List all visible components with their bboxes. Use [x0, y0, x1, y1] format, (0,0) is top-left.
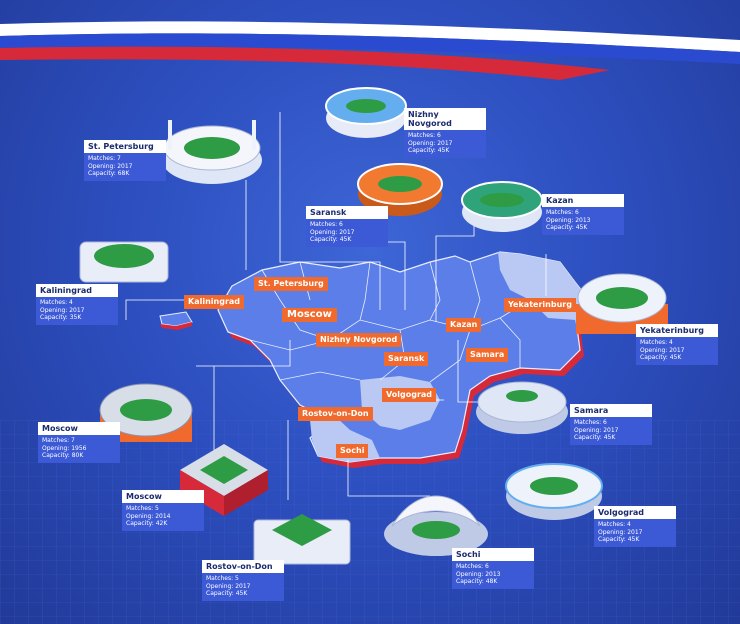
map-label-kazan: Kazan	[446, 318, 482, 332]
card-capacity: Capacity: 45K	[574, 434, 616, 441]
card-opening: Opening: 2017	[40, 306, 85, 314]
stadium-samara-icon	[476, 381, 568, 434]
card-capacity: Capacity: 45K	[598, 536, 640, 543]
card-matches: Matches: 6	[546, 209, 579, 216]
card-capacity: Capacity: 68K	[88, 170, 130, 177]
map-label-kaliningrad: Kaliningrad	[184, 295, 245, 309]
stadium-saransk-icon	[357, 163, 443, 216]
map-label-sochi: Sochi	[336, 444, 369, 458]
card-matches: Matches: 6	[310, 221, 343, 228]
card-matches: Matches: 7	[88, 155, 121, 162]
card-city: Rostov-on-Don	[202, 560, 284, 573]
leader-lines	[125, 112, 547, 500]
flag-ribbon-icon	[0, 21, 740, 80]
card-city: Volgograd	[594, 506, 676, 519]
card-city: Moscow	[38, 422, 120, 435]
card-opening: Opening: 1956	[42, 444, 87, 452]
stadium-nizhny-novgorod-icon	[325, 87, 407, 138]
card-opening: Opening: 2017	[408, 139, 453, 147]
card-opening: Opening: 2017	[310, 228, 355, 236]
card-opening: Opening: 2017	[640, 346, 685, 354]
stadium-kazan-icon	[461, 181, 543, 232]
map-label-nizhny-novgorod: Nizhny Novgorod	[316, 333, 402, 347]
card-city: Kazan	[542, 194, 624, 207]
card-capacity: Capacity: 45K	[640, 354, 682, 361]
stadium-rostov-icon	[253, 514, 351, 565]
card-opening: Opening: 2017	[206, 582, 251, 590]
card-matches: Matches: 6	[408, 132, 441, 139]
map-label-saransk: Saransk	[384, 352, 429, 366]
map-label-rostov-on-don: Rostov-on-Don	[298, 407, 373, 421]
card-matches: Matches: 4	[598, 521, 631, 528]
card-matches: Matches: 4	[640, 339, 673, 346]
card-capacity: Capacity: 45K	[408, 147, 450, 154]
card-city: Kaliningrad	[36, 284, 118, 297]
map-label-moscow: Moscow	[282, 308, 337, 322]
stadium-volgograd-icon	[505, 463, 603, 520]
card-matches: Matches: 7	[42, 437, 75, 444]
card-city: Moscow	[122, 490, 204, 503]
stadium-spartak-icon	[180, 444, 268, 516]
stadium-kaliningrad-icon	[79, 241, 169, 283]
card-capacity: Capacity: 45K	[310, 236, 352, 243]
stadium-st-petersburg-icon	[162, 120, 262, 184]
stadium-sochi-icon	[384, 495, 488, 556]
map-label-yekaterinburg: Yekaterinburg	[504, 298, 576, 312]
card-opening: Opening: 2014	[126, 512, 171, 520]
map-label-volgograd: Volgograd	[382, 388, 437, 402]
card-opening: Opening: 2017	[574, 426, 619, 434]
card-opening: Opening: 2017	[598, 528, 643, 536]
card-city: Saransk	[306, 206, 388, 219]
card-matches: Matches: 4	[40, 299, 73, 306]
card-city: St. Petersburg	[84, 140, 166, 153]
card-capacity: Capacity: 45K	[546, 224, 588, 231]
card-city: Yekaterinburg	[636, 324, 718, 337]
card-opening: Opening: 2017	[88, 162, 133, 170]
card-city: Samara	[570, 404, 652, 417]
card-capacity: Capacity: 48K	[456, 578, 498, 585]
map-label-samara: Samara	[466, 348, 509, 362]
map-label-st-petersburg: St. Petersburg	[254, 277, 328, 291]
card-matches: Matches: 5	[206, 575, 239, 582]
card-opening: Opening: 2013	[546, 216, 591, 224]
card-city: Nizhny Novgorod	[404, 108, 486, 130]
card-city: Sochi	[452, 548, 534, 561]
card-capacity: Capacity: 45K	[206, 590, 248, 597]
card-capacity: Capacity: 42K	[126, 520, 168, 527]
card-matches: Matches: 6	[456, 563, 489, 570]
card-capacity: Capacity: 35K	[40, 314, 82, 321]
card-matches: Matches: 6	[574, 419, 607, 426]
card-matches: Matches: 5	[126, 505, 159, 512]
card-capacity: Capacity: 80K	[42, 452, 84, 459]
card-opening: Opening: 2013	[456, 570, 501, 578]
